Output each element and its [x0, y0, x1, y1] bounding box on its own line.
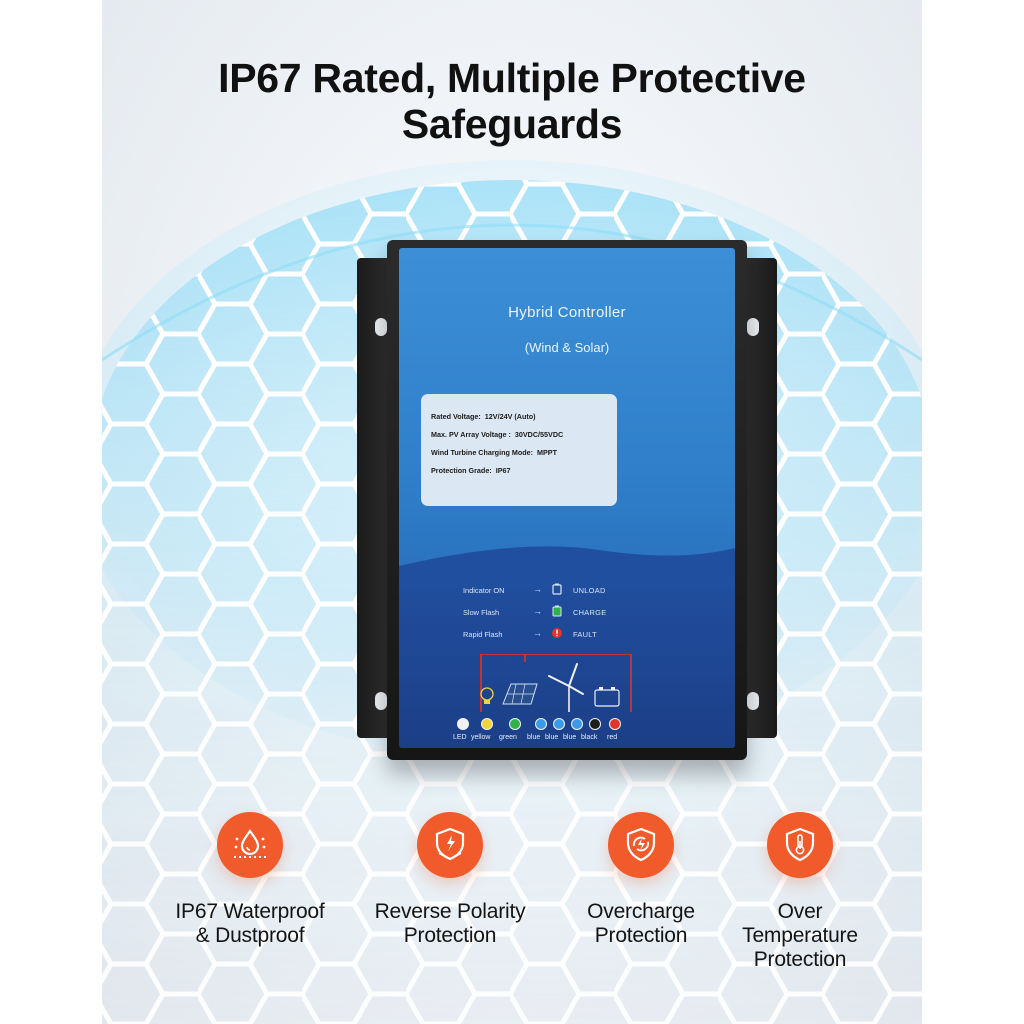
indicator-legend: Indicator ON → UNLOAD Slow Flash → C — [447, 582, 707, 648]
mounting-hole — [747, 318, 759, 336]
legend-row: Slow Flash → CHARGE — [463, 605, 607, 617]
battery-outline-icon — [552, 583, 562, 595]
feature-label: Over Temperature Protection — [742, 900, 858, 971]
spec-line: Wind Turbine Charging Mode:MPPT — [431, 448, 557, 457]
spec-card: Rated Voltage:12V/24V (Auto) Max. PV Arr… — [421, 394, 617, 506]
terminal-yellow — [481, 718, 493, 730]
terminal-red — [609, 718, 621, 730]
overcharge-shield-icon — [608, 812, 674, 878]
controller-title: Hybrid Controller — [508, 304, 626, 321]
product-image-canvas: IP67 Rated, Multiple Protective Safeguar… — [102, 0, 922, 1024]
mounting-hole — [375, 692, 387, 710]
terminal-block — [455, 718, 725, 732]
arrow-right-icon: → — [533, 584, 542, 594]
page-title: IP67 Rated, Multiple Protective Safeguar… — [102, 55, 922, 148]
controller-subtitle: (Wind & Solar) — [524, 340, 610, 355]
panel-wave — [399, 546, 735, 588]
hybrid-controller-device: Hybrid Controller (Wind & Solar) Rated V… — [357, 240, 777, 785]
terminal-black — [589, 718, 601, 730]
terminal-labels: LED yellow green blue blue blue black re… — [453, 734, 618, 741]
terminal-blue — [535, 718, 547, 730]
thermometer-shield-icon — [767, 812, 833, 878]
feature-overcharge: Overcharge Protection — [541, 812, 741, 948]
spec-line: Rated Voltage:12V/24V (Auto) — [431, 412, 536, 421]
front-label-panel: Hybrid Controller (Wind & Solar) Rated V… — [399, 248, 735, 748]
feature-label: Reverse Polarity Protection — [374, 900, 526, 947]
terminal-blue — [553, 718, 565, 730]
battery-icon — [594, 687, 620, 707]
solar-panel-icon — [502, 683, 538, 705]
legend-row: Rapid Flash → FAULT — [463, 628, 597, 639]
bulb-icon — [480, 687, 494, 704]
arrow-right-icon: → — [533, 628, 542, 638]
feature-over-temperature: Over Temperature Protection — [700, 812, 900, 972]
spec-line: Max. PV Array Voltage :30VDC/55VDC — [431, 430, 564, 439]
arrow-right-icon: → — [533, 606, 542, 616]
panel-lower-band — [399, 566, 735, 748]
feature-label: Overcharge Protection — [587, 900, 695, 947]
mounting-hole — [747, 692, 759, 710]
title-line-2: Safeguards — [401, 100, 623, 147]
terminal-green — [509, 718, 521, 730]
warning-icon — [552, 628, 562, 638]
wiring-diagram — [480, 654, 632, 712]
terminal-blue — [571, 718, 583, 730]
legend-row: Indicator ON → UNLOAD — [463, 583, 606, 595]
reverse-polarity-shield-icon — [417, 812, 483, 878]
feature-label: IP67 Waterproof & Dustproof — [175, 900, 325, 947]
mounting-hole — [375, 318, 387, 336]
battery-charging-icon — [552, 605, 562, 617]
water-drop-dust-icon — [217, 812, 283, 878]
title-line-1: IP67 Rated, Multiple Protective — [218, 55, 806, 101]
feature-waterproof: IP67 Waterproof & Dustproof — [150, 812, 350, 948]
wind-turbine-icon — [548, 663, 584, 712]
feature-reverse-polarity: Reverse Polarity Protection — [350, 812, 550, 948]
terminal-led — [457, 718, 469, 730]
spec-line: Protection Grade:IP67 — [431, 466, 511, 475]
